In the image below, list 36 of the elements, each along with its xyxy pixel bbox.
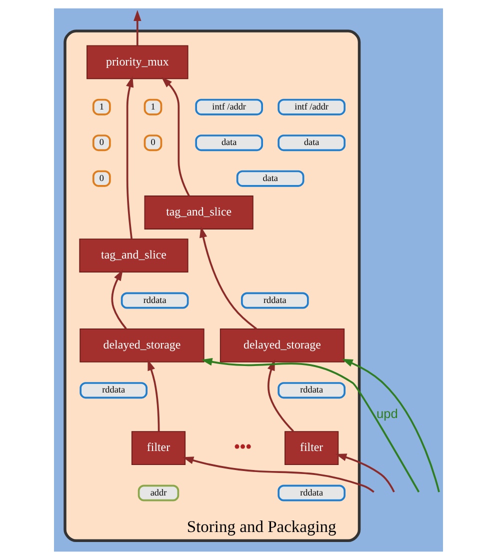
edge-label: upd	[376, 406, 398, 422]
node-box: rddata	[120, 292, 189, 309]
arrow	[161, 76, 190, 196]
arrow	[201, 358, 420, 492]
arrow	[111, 270, 127, 330]
node-box: data	[278, 134, 346, 152]
arrow	[342, 358, 440, 492]
arrow	[336, 454, 395, 492]
node-box: delayed_storage	[80, 328, 204, 362]
arrow	[182, 456, 374, 493]
node-box: 1	[92, 98, 111, 116]
arrow	[267, 360, 294, 432]
label: •••	[234, 438, 252, 456]
node-box: 0	[92, 170, 111, 187]
node-box: rddata	[241, 292, 309, 309]
node-box: data	[236, 170, 304, 187]
arrow	[134, 10, 142, 46]
node-box: filter	[284, 431, 339, 466]
node-box: priority_mux	[86, 45, 188, 80]
node-box: rddata	[278, 484, 346, 502]
arrow	[148, 360, 160, 432]
node-box: delayed_storage	[220, 328, 345, 362]
node-box: 0	[144, 134, 162, 152]
node-box: 1	[144, 98, 162, 116]
arrow	[200, 226, 257, 330]
arrow	[126, 76, 134, 239]
node-box: rddata	[278, 382, 346, 399]
node-box: tag_and_slice	[79, 238, 188, 273]
node-box: filter	[131, 431, 186, 466]
node-box: intf /addr	[278, 98, 346, 116]
node-box: rddata	[80, 382, 148, 399]
node-box: tag_and_slice	[144, 196, 254, 230]
node-box: 0	[92, 134, 111, 152]
node-box: addr	[138, 484, 180, 502]
node-box: intf /addr	[195, 98, 263, 116]
node-box: data	[195, 134, 263, 152]
